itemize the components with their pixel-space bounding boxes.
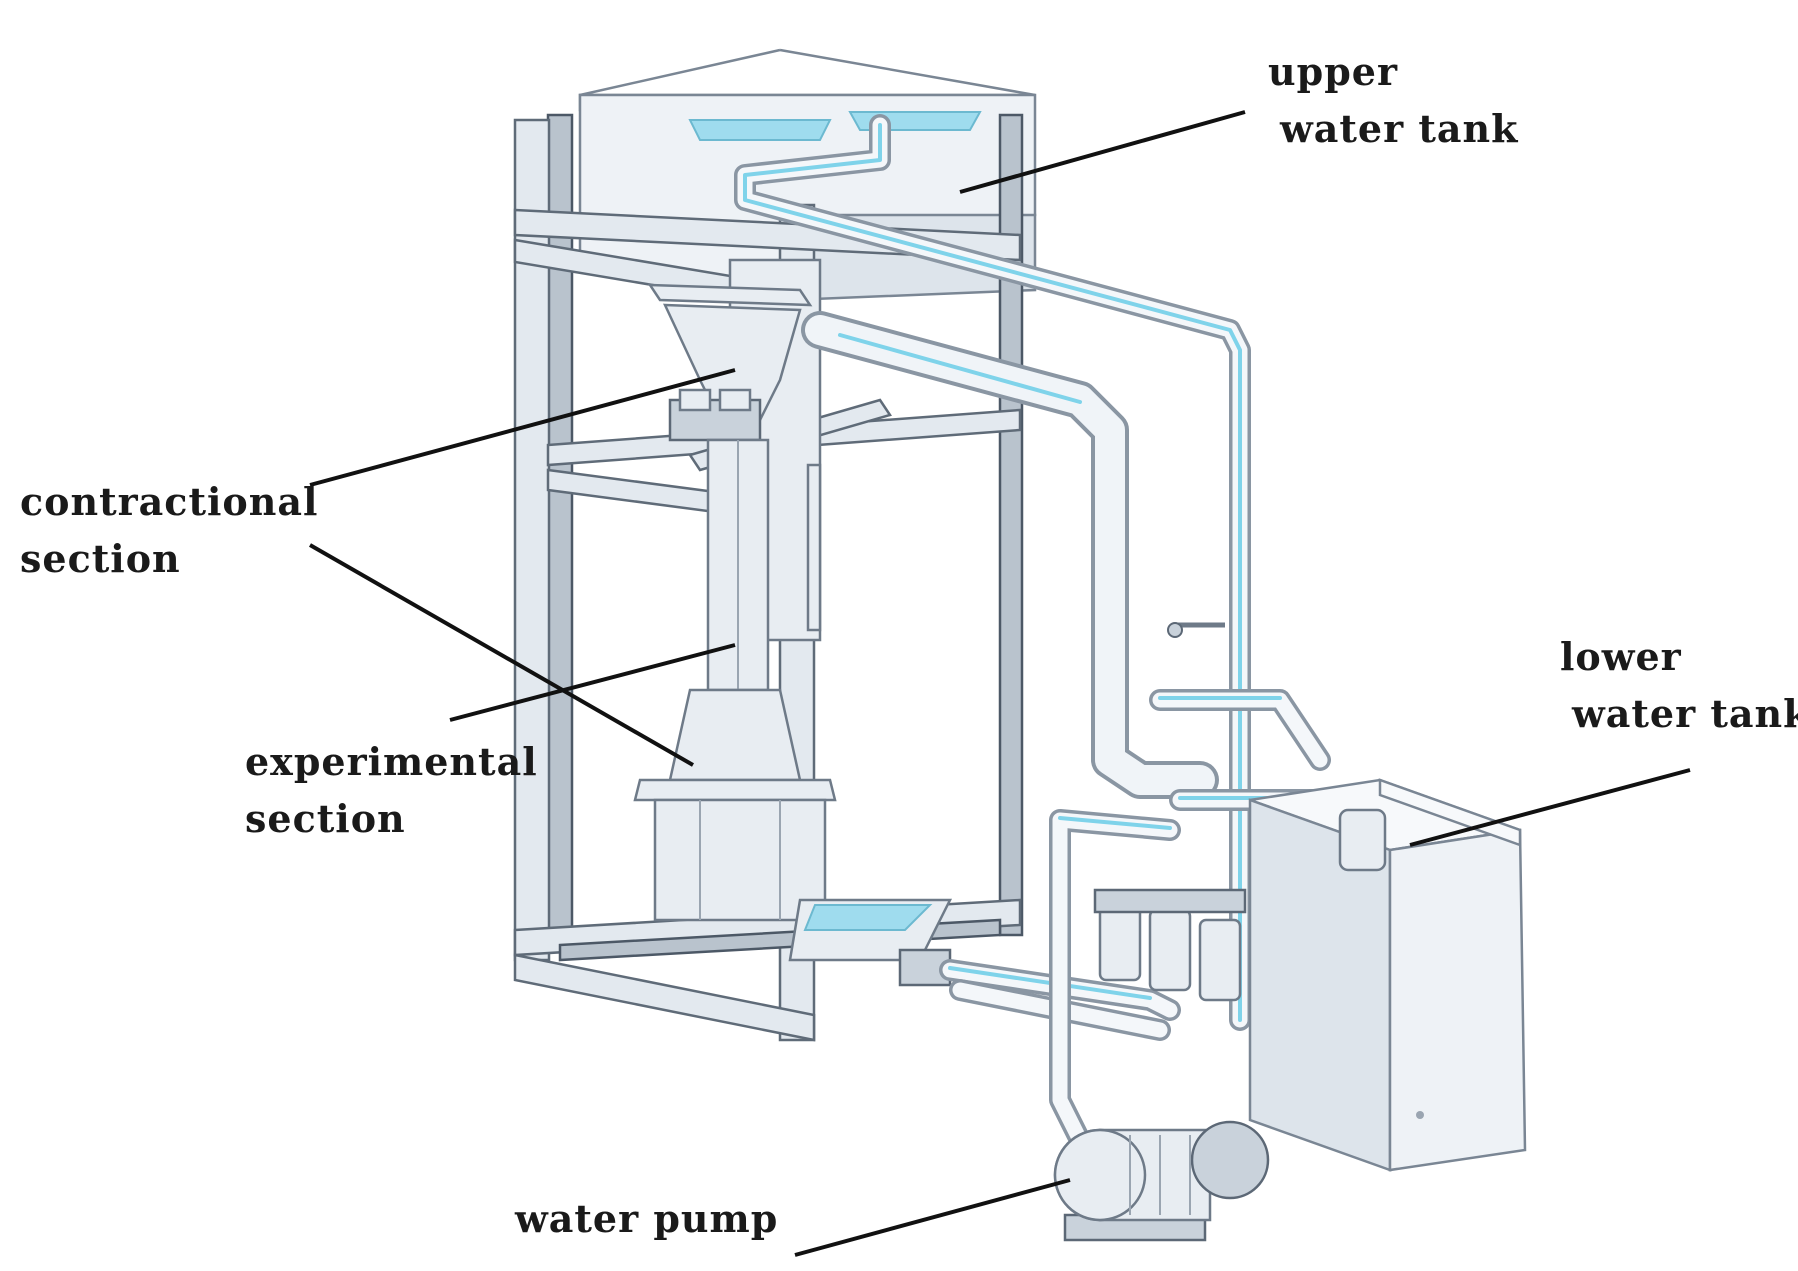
- label-upper-tank-line1: upper: [1268, 49, 1398, 94]
- label-lower-tank-line2: water tank: [1571, 691, 1798, 736]
- leader-contractional-section: [309, 368, 736, 487]
- label-contractional-line1: contractional: [20, 479, 318, 524]
- water-pump: [1053, 1120, 1270, 1242]
- test-section: [633, 283, 953, 987]
- label-contractional-line2: section: [20, 536, 181, 581]
- leader-experimental-section: [449, 643, 736, 722]
- labels: upper water tank contractional section e…: [20, 49, 1798, 1241]
- label-lower-tank-line1: lower: [1560, 634, 1682, 679]
- leader-lower-tank: [1409, 768, 1691, 847]
- leader-contraction-secondary: [309, 543, 694, 767]
- label-experimental-line1: experimental: [245, 739, 538, 784]
- lower-water-tank: [1248, 778, 1527, 1172]
- leader-lines: [309, 110, 1691, 1257]
- label-experimental-line2: section: [245, 796, 406, 841]
- label-water-pump: water pump: [514, 1196, 778, 1241]
- leader-water-pump: [794, 1178, 1071, 1257]
- label-upper-tank-line2: water tank: [1279, 106, 1518, 151]
- piping: [734, 114, 1391, 1151]
- leader-upper-tank: [959, 110, 1246, 194]
